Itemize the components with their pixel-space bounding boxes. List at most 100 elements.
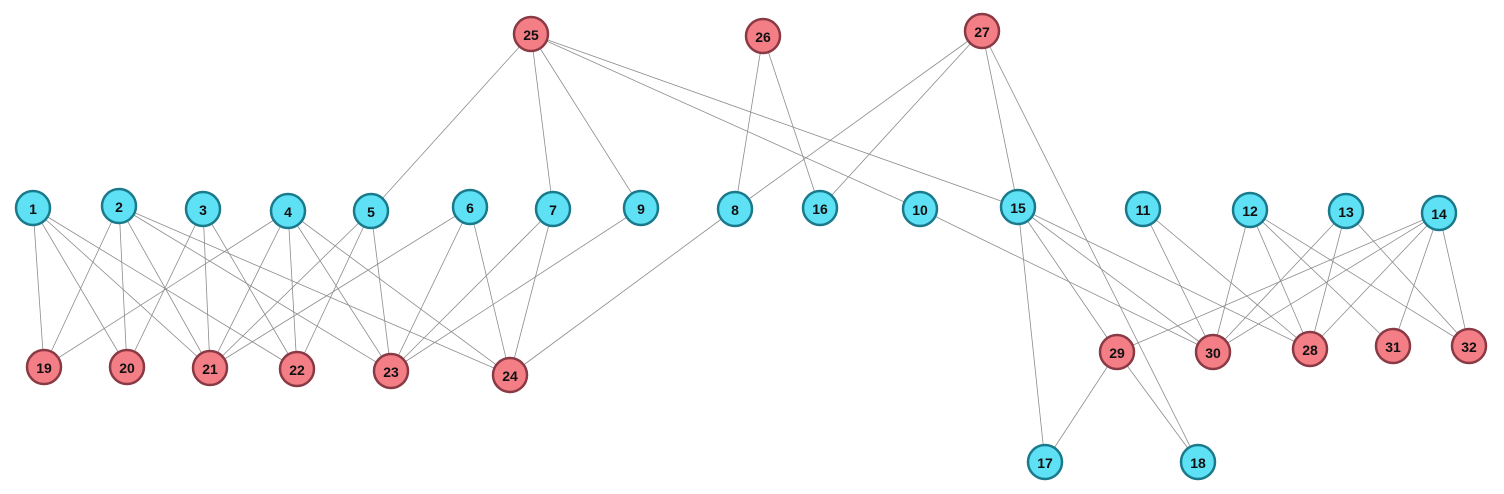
node-10[interactable]: 10 <box>901 190 939 228</box>
node-28[interactable]: 28 <box>1291 330 1329 368</box>
node-circle <box>1194 333 1232 371</box>
node-circle <box>491 356 529 394</box>
edge-3-21 <box>202 208 211 369</box>
node-label: 20 <box>119 360 135 376</box>
node-26[interactable]: 26 <box>744 17 782 55</box>
node-circle <box>999 188 1037 226</box>
edge-16-26 <box>762 35 821 209</box>
edge-11-28 <box>1142 208 1311 350</box>
edge-9-25 <box>530 33 642 209</box>
node-circle <box>1291 330 1329 368</box>
node-25[interactable]: 25 <box>512 15 550 53</box>
edge-4-21 <box>209 210 289 369</box>
node-6[interactable]: 6 <box>451 188 489 226</box>
edge-14-28 <box>1309 212 1440 350</box>
edge-11-30 <box>1142 208 1214 353</box>
node-31[interactable]: 31 <box>1374 327 1412 365</box>
node-circle <box>278 350 316 388</box>
edge-15-27 <box>981 30 1019 208</box>
edge-1-21 <box>32 207 211 369</box>
node-label: 9 <box>637 201 645 217</box>
node-20[interactable]: 20 <box>108 348 146 386</box>
node-circle <box>191 349 229 387</box>
node-circle <box>744 17 782 55</box>
node-32[interactable]: 32 <box>1450 327 1488 365</box>
node-18[interactable]: 18 <box>1179 443 1217 481</box>
node-21[interactable]: 21 <box>191 349 229 387</box>
node-label: 16 <box>812 201 828 217</box>
node-5[interactable]: 5 <box>352 192 390 230</box>
edge-8-24 <box>509 208 736 376</box>
node-circle <box>1420 194 1458 232</box>
edge-13-32 <box>1345 210 1470 347</box>
node-7[interactable]: 7 <box>534 190 572 228</box>
node-1[interactable]: 1 <box>14 189 52 227</box>
edge-13-28 <box>1309 210 1347 350</box>
node-label: 7 <box>549 202 557 218</box>
node-circle <box>512 15 550 53</box>
node-22[interactable]: 22 <box>278 350 316 388</box>
node-4[interactable]: 4 <box>269 192 307 230</box>
node-circle <box>1124 190 1162 228</box>
node-circle <box>269 192 307 230</box>
node-27[interactable]: 27 <box>963 12 1001 50</box>
node-label: 17 <box>1037 455 1053 471</box>
node-label: 2 <box>115 199 123 215</box>
node-circle <box>622 189 660 227</box>
node-label: 10 <box>912 202 928 218</box>
node-circle <box>14 189 52 227</box>
edge-5-21 <box>209 210 372 369</box>
node-circle <box>372 352 410 390</box>
node-23[interactable]: 23 <box>372 352 410 390</box>
edge-14-29 <box>1116 212 1440 353</box>
node-11[interactable]: 11 <box>1124 190 1162 228</box>
node-label: 23 <box>383 364 399 380</box>
node-circle <box>963 12 1001 50</box>
edge-14-32 <box>1438 212 1470 347</box>
node-2[interactable]: 2 <box>100 187 138 225</box>
node-15[interactable]: 15 <box>999 188 1037 226</box>
edge-2-24 <box>118 205 511 376</box>
node-3[interactable]: 3 <box>184 190 222 228</box>
node-label: 3 <box>199 202 207 218</box>
node-16[interactable]: 16 <box>801 189 839 227</box>
node-24[interactable]: 24 <box>491 356 529 394</box>
node-label: 28 <box>1302 342 1318 358</box>
node-8[interactable]: 8 <box>716 190 754 228</box>
edge-6-24 <box>469 206 511 376</box>
edge-4-22 <box>287 210 298 370</box>
node-label: 12 <box>1242 203 1258 219</box>
edge-12-30 <box>1212 209 1251 353</box>
node-label: 25 <box>523 27 539 43</box>
edge-15-30 <box>1017 206 1214 353</box>
node-label: 4 <box>284 204 292 220</box>
node-12[interactable]: 12 <box>1231 191 1269 229</box>
node-label: 15 <box>1010 200 1026 216</box>
node-19[interactable]: 19 <box>25 348 63 386</box>
node-circle <box>1098 333 1136 371</box>
node-circle <box>901 190 939 228</box>
node-29[interactable]: 29 <box>1098 333 1136 371</box>
edge-2-20 <box>118 205 128 368</box>
edge-10-25 <box>530 33 921 210</box>
node-label: 14 <box>1431 206 1447 222</box>
node-label: 31 <box>1385 339 1401 355</box>
node-label: 6 <box>466 200 474 216</box>
node-17[interactable]: 17 <box>1026 443 1064 481</box>
node-30[interactable]: 30 <box>1194 333 1232 371</box>
edge-12-31 <box>1249 209 1394 347</box>
edge-8-26 <box>734 35 764 210</box>
node-circle <box>1026 443 1064 481</box>
edge-3-22 <box>202 208 298 370</box>
edge-12-28 <box>1249 209 1311 350</box>
edge-1-20 <box>32 207 128 368</box>
node-label: 22 <box>289 362 305 378</box>
node-13[interactable]: 13 <box>1327 192 1365 230</box>
node-circle <box>1374 327 1412 365</box>
edge-2-23 <box>118 205 392 372</box>
node-circle <box>1327 192 1365 230</box>
node-14[interactable]: 14 <box>1420 194 1458 232</box>
node-9[interactable]: 9 <box>622 189 660 227</box>
